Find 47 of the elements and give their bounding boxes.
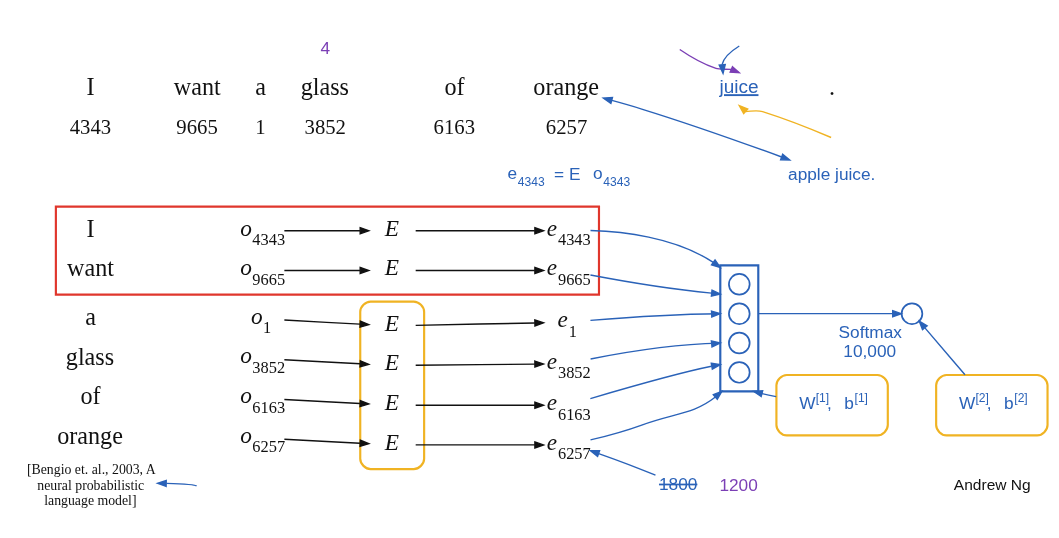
node-text: apple juice. [788, 163, 876, 184]
node-text: e$_{9665}$ [546, 254, 591, 289]
label: . [829, 73, 836, 101]
label: glass [65, 342, 115, 370]
label: 4343 [69, 116, 112, 139]
label: 1200 [719, 474, 758, 495]
node-text: E [384, 254, 400, 281]
node-text: 1800 [658, 473, 698, 494]
label: I [86, 73, 95, 101]
label: glass [300, 73, 349, 101]
label: 9665 [176, 116, 218, 139]
label: a [85, 302, 96, 330]
label: a [255, 73, 267, 101]
node-text: o$_{1}$ [251, 302, 272, 338]
label: of [444, 73, 465, 101]
node-text: E [384, 214, 400, 241]
node-text: orange [533, 73, 600, 101]
node-text: E [384, 428, 400, 455]
label: 1 [255, 116, 266, 139]
label: Andrew Ng [953, 476, 1031, 494]
node-text: o$_{4343}$ [240, 214, 286, 250]
label: I [86, 214, 95, 242]
label: 6163 [433, 116, 476, 139]
node-text: juice [719, 76, 759, 98]
node-text: e$_{1}$ [557, 306, 577, 341]
node-text: e$_{3852}$ [546, 347, 591, 383]
label: orange [57, 421, 123, 449]
node-text: o$_{6163}$ [240, 382, 286, 417]
node-text: e$_{4343}$ [546, 214, 591, 250]
label: 3852 [304, 116, 346, 139]
node-label: Softmax [838, 321, 902, 342]
node-text: o$_{6257}$ [240, 421, 286, 457]
node-text: o$_{9665}$ [240, 254, 286, 289]
node-label: 10,000 [843, 340, 897, 361]
node-text: e$_{6257}$ [546, 428, 591, 464]
label: 6257 [545, 116, 588, 139]
node-text: o$_{3852}$ [240, 342, 286, 377]
label: of [80, 382, 101, 410]
node-text: E [384, 389, 400, 416]
label: e$_{4343}$ = E o$_{4343}$ [507, 162, 631, 189]
node-text: e$_{6163}$ [546, 389, 591, 424]
label: want [67, 254, 115, 282]
node-text: E [384, 349, 400, 376]
node-text: [Bengio et. al., 2003, A neural probabilistic language model] [26, 462, 156, 509]
label: 4 [320, 37, 331, 58]
node-text: E [384, 309, 400, 336]
label: want [173, 73, 221, 101]
